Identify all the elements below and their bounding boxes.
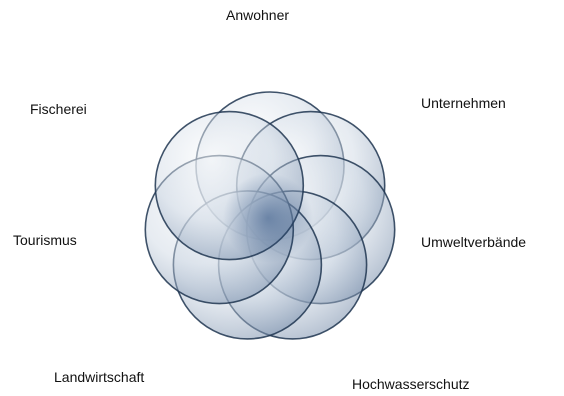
label-hochwasserschutz: Hochwasserschutz <box>352 377 470 391</box>
label-umweltverbaende: Umweltverbände <box>421 235 526 249</box>
label-landwirtschaft: Landwirtschaft <box>54 370 144 384</box>
label-tourismus: Tourismus <box>13 233 77 247</box>
center-overlap-glow <box>223 173 313 263</box>
label-fischerei: Fischerei <box>30 102 87 116</box>
label-anwohner: Anwohner <box>226 8 289 22</box>
label-unternehmen: Unternehmen <box>421 96 506 110</box>
